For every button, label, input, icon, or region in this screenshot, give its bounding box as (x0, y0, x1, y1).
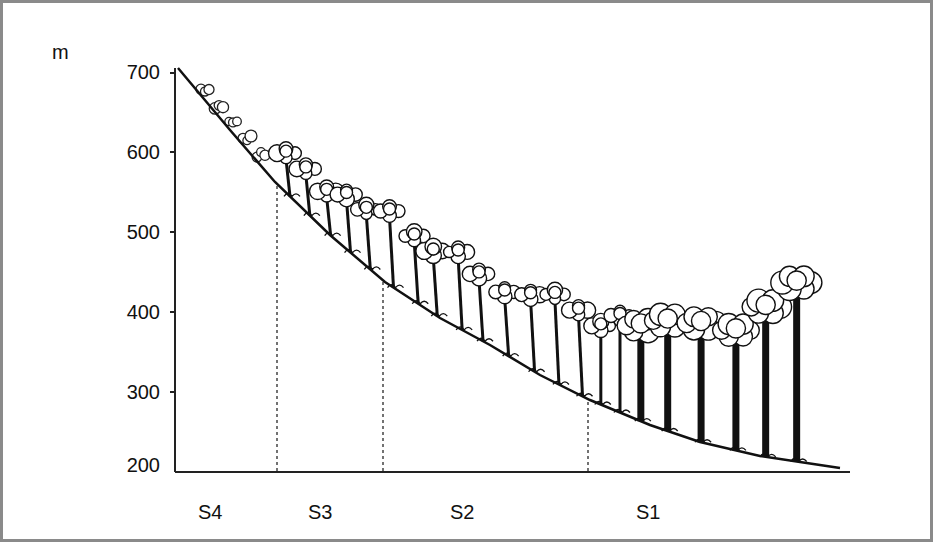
tree-trunk (732, 336, 739, 450)
zone-label: S1 (636, 502, 660, 522)
tree-crown (341, 187, 353, 199)
tree-crown (473, 266, 485, 278)
axis-value: 600 (127, 142, 160, 162)
baseline (175, 471, 850, 473)
tree-trunk (618, 321, 621, 412)
shrub (233, 117, 242, 126)
tree-crown (406, 224, 421, 239)
axis-value: 400 (127, 302, 160, 322)
tree-crown (525, 287, 537, 299)
tree-trunk (637, 331, 644, 421)
tree-crown (452, 244, 464, 256)
tree-crown (360, 201, 372, 213)
tree-trunk (762, 313, 769, 457)
tree-trunk (505, 298, 509, 356)
tree-trunk (793, 289, 800, 462)
shrub (217, 102, 228, 113)
zone-label: S2 (450, 502, 474, 522)
tree-crown (359, 197, 374, 212)
tree-crown (573, 302, 585, 314)
tree-crown (427, 243, 439, 255)
tree-crown (787, 271, 806, 290)
tree-trunk (458, 258, 462, 330)
tree-trunk (433, 257, 437, 316)
tree-trunk (664, 327, 671, 431)
tree-crown (658, 309, 677, 328)
tree-crown (300, 161, 312, 173)
tree-trunk (579, 316, 583, 396)
tree-crown (384, 203, 396, 215)
tree-crown (549, 286, 561, 298)
slope-line (178, 68, 840, 468)
tree-crown (691, 311, 710, 330)
zone-label: S4 (198, 502, 222, 522)
tree-crown (499, 284, 511, 296)
shrub (245, 130, 257, 142)
y-axis (174, 68, 176, 472)
tree-trunk (390, 217, 394, 288)
tree-crown (425, 238, 442, 255)
trees (196, 84, 822, 461)
tree-trunk (366, 215, 370, 269)
tree-trunk (479, 280, 483, 341)
tree-trunk (555, 300, 559, 384)
tree-trunk (599, 332, 602, 405)
axis-value: 300 (127, 382, 160, 402)
axis-unit: m (52, 42, 69, 62)
tree-crown (547, 282, 562, 297)
axis-value: 700 (127, 62, 160, 82)
tree-trunk (698, 329, 705, 442)
tree-trunk (327, 197, 331, 235)
tree-trunk (347, 201, 351, 253)
tree-trunk (531, 301, 535, 372)
tree-trunk (286, 159, 290, 196)
zone-label: S3 (308, 502, 332, 522)
tree-crown (280, 145, 292, 157)
tree-crown (756, 295, 775, 314)
axis-ticks (170, 73, 175, 392)
tree-crown (408, 228, 420, 240)
shrub (204, 85, 214, 95)
tree-trunk (306, 175, 310, 216)
tree-crown (726, 319, 745, 338)
axis-value: 500 (127, 222, 160, 242)
axis-value: 200 (127, 455, 160, 475)
